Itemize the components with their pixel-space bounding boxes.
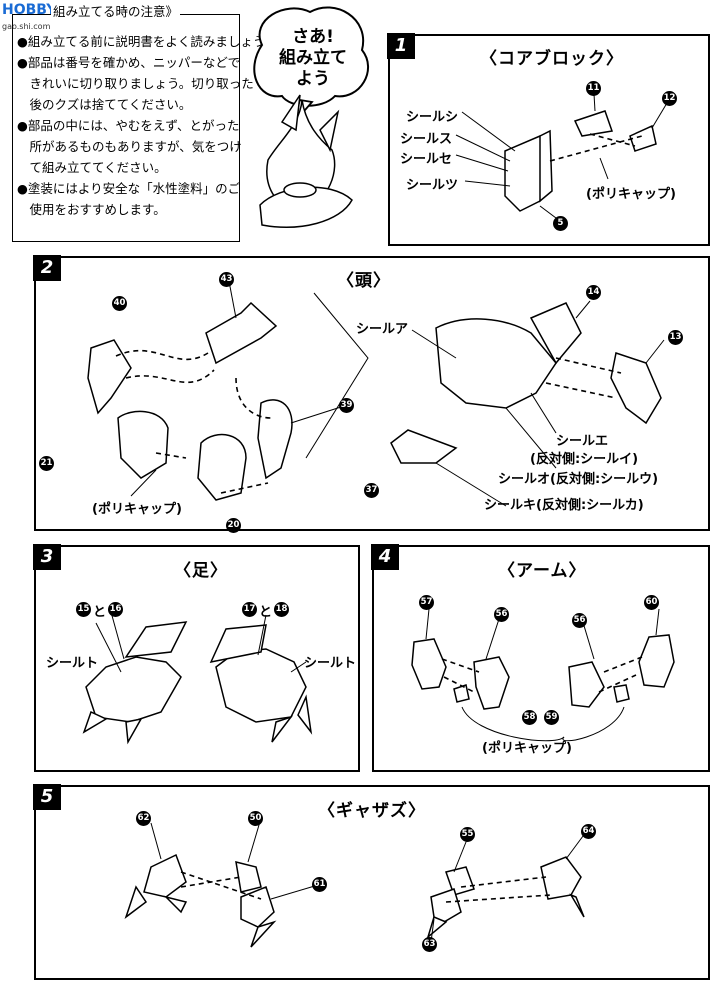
part-number: 57 [419,595,434,610]
core-block-drawing [455,93,671,222]
bubble-line: さあ! [292,27,334,47]
part-number: 13 [668,330,683,345]
legs-drawing [82,611,313,745]
part-number: 12 [662,91,677,106]
part-number: 55 [460,827,475,842]
part-number: 64 [581,824,596,839]
part-number: 56 [572,613,587,628]
part-number: 20 [226,518,241,533]
sticker-label: シールシ [406,110,459,125]
part-number: 50 [248,811,263,826]
part-number: 14 [586,285,601,300]
panel-title: 〈コアブロック〉 [480,49,624,69]
sticker-label: (反対側:シールイ) [530,452,639,467]
part-number: 40 [112,296,127,311]
notes-title: 組み立てる時の注意》 [51,3,181,21]
note-line: ●塗装にはより安全な「水性塗料」のご [17,181,241,196]
panel-gatherers: 5 〈ギャザズ〉 62 50 61 55 64 63 [33,784,710,980]
pair-and: と [93,605,107,620]
sticker-label: シールト [46,656,99,671]
panel-title: 〈アーム〉 [498,561,587,581]
note-line: 所があるものもありますが、気をつけ [17,139,242,154]
arms-drawing [411,608,675,742]
pair-and: と [259,605,273,620]
note-line: ●部品は番号を確かめ、ニッパーなどで [17,55,241,70]
sticker-label: シールエ [556,434,609,449]
polycap-label: (ポリキャップ) [92,502,182,517]
polycap-label: (ポリキャップ) [482,741,572,756]
part-number: 39 [339,398,354,413]
note-line: きれいに切り取りましょう。切り取った [17,76,254,91]
sticker-label: シールア [356,322,409,337]
part-number: 21 [39,456,54,471]
note-line: ●組み立てる前に説明書をよく読みましょう。 [17,34,278,49]
panel-title: 〈ギャザズ〉 [318,801,426,821]
sticker-label: シールト [304,656,357,671]
watermark-sub: gao.shi.com [2,22,51,31]
part-number: 11 [586,81,601,96]
notes-box: 組み立てる時の注意》 ●組み立てる前に説明書をよく読みましょう。 ●部品は番号を… [12,3,277,242]
part-number: 15 [76,602,91,617]
sticker-label: シールオ(反対側:シールウ) [498,472,659,487]
part-number: 43 [219,272,234,287]
part-number: 37 [364,483,379,498]
panel-title: 〈頭〉 [337,271,391,291]
part-number: 60 [644,595,659,610]
part-number: 56 [494,607,509,622]
sticker-label: シールツ [406,178,459,193]
gatherers-drawing [124,822,587,948]
part-number: 5 [553,216,568,231]
part-number: 17 [242,602,257,617]
panel-title: 〈足〉 [174,561,228,581]
part-number: 18 [274,602,289,617]
part-number: 63 [422,937,437,952]
part-number: 59 [544,710,559,725]
bubble-line: よう [296,69,330,89]
step-number: 2 [33,255,61,281]
part-number: 62 [136,811,151,826]
head-drawing [87,275,665,507]
step-number: 4 [371,544,399,570]
panel-arms: 4 〈アーム〉 (ポリキャップ) 57 56 56 60 58 59 [371,544,710,772]
panel-head: 2 〈頭〉 (ポリキャップ) シールア [33,255,710,533]
sticker-label: シールキ(反対側:シールカ) [484,498,644,513]
sticker-label: シールセ [400,152,453,167]
bubble-line: 組み立て [279,48,347,68]
sticker-label: シールス [400,132,453,147]
step-number: 3 [33,544,61,570]
panel-core-block: 1 〈コアブロック〉 シールシ シールス シールセ シールツ (ポリキャップ) … [387,33,710,246]
note-line: ●部品の中には、やむをえず、とがった [17,118,240,133]
step-number: 5 [33,784,61,810]
panel-legs: 3 〈足〉 シールト シールト 15 と 16 17 と 18 [33,544,360,772]
part-number: 61 [312,877,327,892]
polycap-label: (ポリキャップ) [586,187,676,202]
note-line: 後のクズは捨ててください。 [17,97,192,112]
step-number: 1 [387,33,415,59]
part-number: 16 [108,602,123,617]
note-line: 使用をおすすめします。 [17,202,166,217]
part-number: 58 [522,710,537,725]
note-line: て組み立ててください。 [17,160,167,175]
